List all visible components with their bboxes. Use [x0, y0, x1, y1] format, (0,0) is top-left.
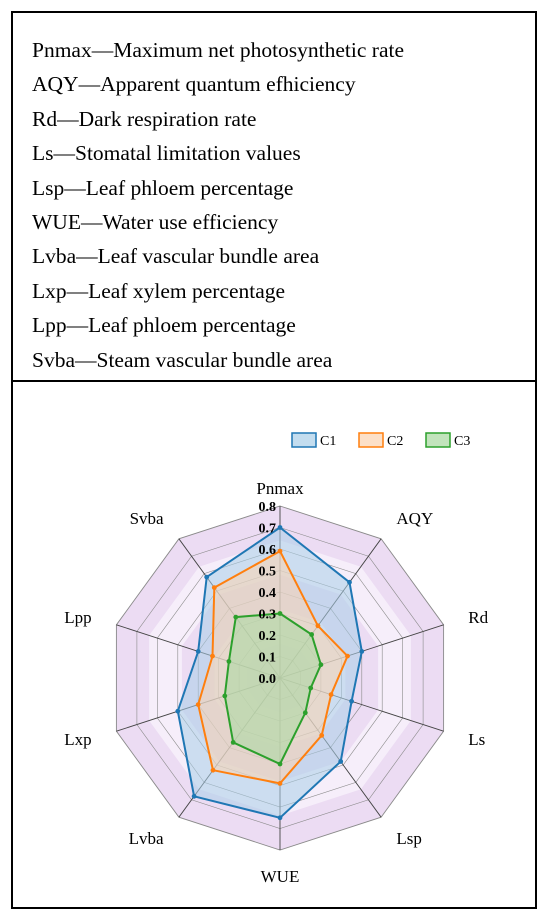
tick-label: 0.4 [259, 586, 277, 601]
legend-swatch-c3 [425, 432, 451, 448]
tick-label: 0.1 [259, 651, 277, 666]
series-c2-point [210, 767, 216, 773]
abbr-rd: Rd—Dark respiration rate [32, 106, 257, 131]
series-c3-point [318, 662, 324, 668]
abbr-svba: Svba—Steam vascular bundle area [32, 347, 333, 372]
series-c1-point [195, 649, 201, 654]
abbr-lpp: Lpp—Leaf phloem percentage [32, 313, 296, 338]
tick-label: 0.7 [259, 522, 277, 537]
series-c2-point [319, 733, 325, 738]
figure-frame: Pnmax—Maximum net photosynthetic rate AQ… [11, 11, 537, 909]
series-c1-point [347, 579, 352, 585]
axis-label-svba: Svba [130, 509, 164, 528]
axis-label-rd: Rd [468, 608, 488, 627]
axis-label-lpp: Lpp [64, 608, 91, 627]
abbr-aqy: AQY—Apparent quantum efhiciency [32, 72, 356, 97]
series-c1-point [338, 759, 344, 764]
tick-label: 0.0 [259, 672, 277, 687]
axis-label-lsp: Lsp [396, 829, 422, 848]
abbr-ls: Ls—Stomatal limitation values [32, 141, 301, 166]
abbreviation-list: Pnmax—Maximum net photosynthetic rate AQ… [13, 13, 535, 382]
axis-label-ls: Ls [468, 730, 485, 749]
series-c1-point [191, 793, 197, 799]
series-c2-point [210, 653, 215, 659]
series-c1-point [349, 698, 354, 704]
axis-label-lxp: Lxp [64, 730, 91, 749]
series-c2-point [328, 692, 334, 697]
series-c2-point [277, 781, 283, 786]
legend-swatch-c1 [291, 432, 317, 448]
abbr-pnmax: Pnmax—Maximum net photosynthetic rate [32, 38, 405, 62]
tick-label: 0.8 [259, 500, 277, 515]
series-c3-point [222, 693, 228, 699]
abbr-wue: WUE—Water use efficiency [32, 210, 279, 235]
tick-label: 0.6 [259, 543, 277, 558]
radial-tick-labels: 0.0 0.1 0.2 0.3 0.4 0.5 0.6 0.7 0.8 [259, 500, 277, 687]
legend-label-c3: C3 [454, 434, 470, 449]
series-c3-point [226, 659, 232, 664]
abbr-lvba: Lvba—Leaf vascular bundle area [32, 244, 320, 269]
legend-swatch-c2 [358, 432, 384, 448]
tick-label: 0.2 [259, 629, 277, 644]
series-c1-point [277, 815, 283, 821]
series-c3-point [230, 740, 236, 745]
series-c2-point [195, 702, 201, 707]
series-c2-point [315, 623, 321, 629]
series-c3-point [233, 614, 239, 620]
series-c2-point [277, 548, 283, 554]
axis-label-pnmax: Pnmax [256, 479, 304, 498]
legend-label-c1: C1 [320, 434, 336, 449]
series-polygons [175, 525, 365, 821]
series-c1-point [204, 574, 210, 580]
abbr-lsp: Lsp—Leaf phloem percentage [32, 175, 294, 200]
tick-label: 0.3 [259, 608, 277, 623]
chart-legend: C1 C2 C3 [291, 432, 470, 449]
tick-label: 0.5 [259, 565, 277, 580]
series-c3-point [309, 632, 314, 637]
series-c1-point [175, 708, 181, 714]
series-c1-point [359, 649, 365, 654]
series-c3-point [277, 611, 283, 616]
series-c2-point [211, 585, 217, 590]
axis-label-wue: WUE [261, 867, 300, 886]
series-c3-point [308, 685, 314, 691]
series-c3-point [277, 761, 283, 767]
axis-label-aqy: AQY [396, 509, 433, 528]
series-c3-point [302, 710, 308, 716]
axis-label-lvba: Lvba [129, 829, 164, 848]
series-c1-point [277, 525, 283, 530]
legend-label-c2: C2 [387, 434, 403, 449]
series-c2-point [345, 653, 350, 659]
abbr-lxp: Lxp—Leaf xylem percentage [32, 278, 286, 303]
